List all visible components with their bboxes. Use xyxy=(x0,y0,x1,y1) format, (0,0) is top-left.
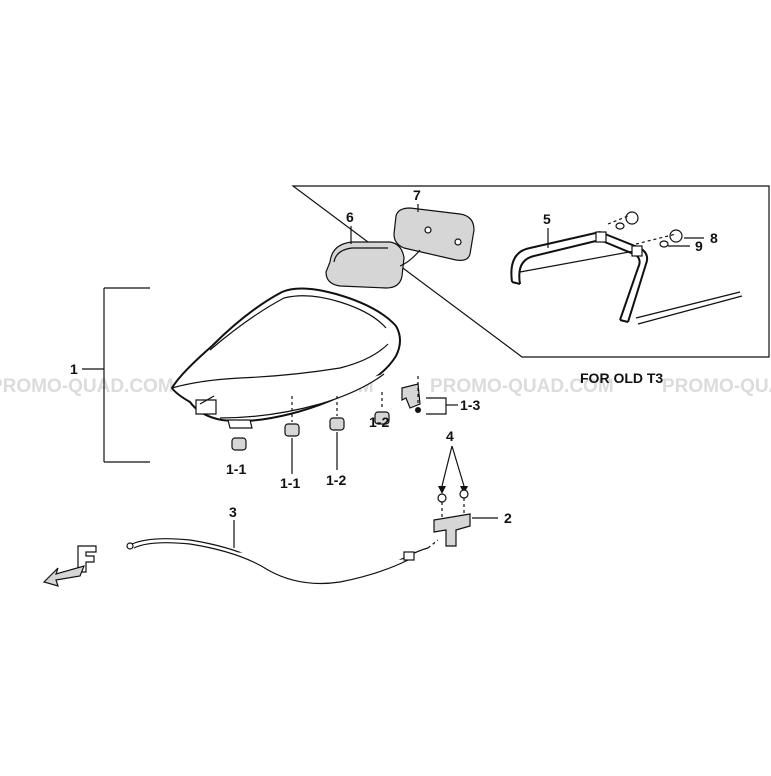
callout-seat-rubber-2: 1-1 xyxy=(280,475,300,491)
callout-bolts: 4 xyxy=(446,428,454,444)
inset-caption: FOR OLD T3 xyxy=(580,370,663,386)
backrest-plate xyxy=(393,207,475,267)
inset-panel: FOR OLD T3 xyxy=(291,185,770,386)
seat-rubbers: 1-1 1-1 1-2 1-2 xyxy=(226,392,390,491)
seat-assembly: 1 xyxy=(70,287,401,463)
watermark-text: PROMO-QUAD.COM xyxy=(662,376,771,397)
callout-bracket: 2 xyxy=(504,510,512,526)
watermark-text: PROMO-QUAD.COM xyxy=(430,376,614,397)
callout-seat-clip: 1-3 xyxy=(460,397,480,413)
callout-carrier: 5 xyxy=(543,211,551,227)
callout-seat-rubber-1: 1-1 xyxy=(226,461,246,477)
backrest-pad xyxy=(325,241,405,289)
callout-nut: 8 xyxy=(710,230,718,246)
callout-backrest-plate: 7 xyxy=(413,187,421,203)
callout-seat-assembly: 1 xyxy=(70,361,78,377)
bracket-plate xyxy=(433,513,471,547)
watermark-text: PROMO-QUAD.COM xyxy=(0,376,174,397)
seat-bracket-line xyxy=(103,287,150,463)
carrier-rack xyxy=(510,231,743,325)
bracket-assembly: 4 2 xyxy=(433,428,512,547)
callout-washer: 9 xyxy=(695,238,703,254)
rubber-1-2-right xyxy=(374,411,390,425)
callout-backrest-pad: 6 xyxy=(346,209,354,225)
callout-cable: 3 xyxy=(229,504,237,520)
nut-washer-set xyxy=(607,211,683,248)
inset-border xyxy=(291,185,770,358)
rubber-1-1-right xyxy=(284,423,300,437)
seat-clip: 1-3 xyxy=(401,376,480,415)
rubber-1-2-left xyxy=(329,417,345,431)
release-cable: 3 xyxy=(126,504,439,585)
callout-seat-cushion-2: 1-2 xyxy=(369,414,389,430)
callout-seat-cushion-1: 1-2 xyxy=(326,472,346,488)
front-direction-arrow-icon xyxy=(42,545,97,587)
rubber-1-1-left xyxy=(231,437,247,451)
